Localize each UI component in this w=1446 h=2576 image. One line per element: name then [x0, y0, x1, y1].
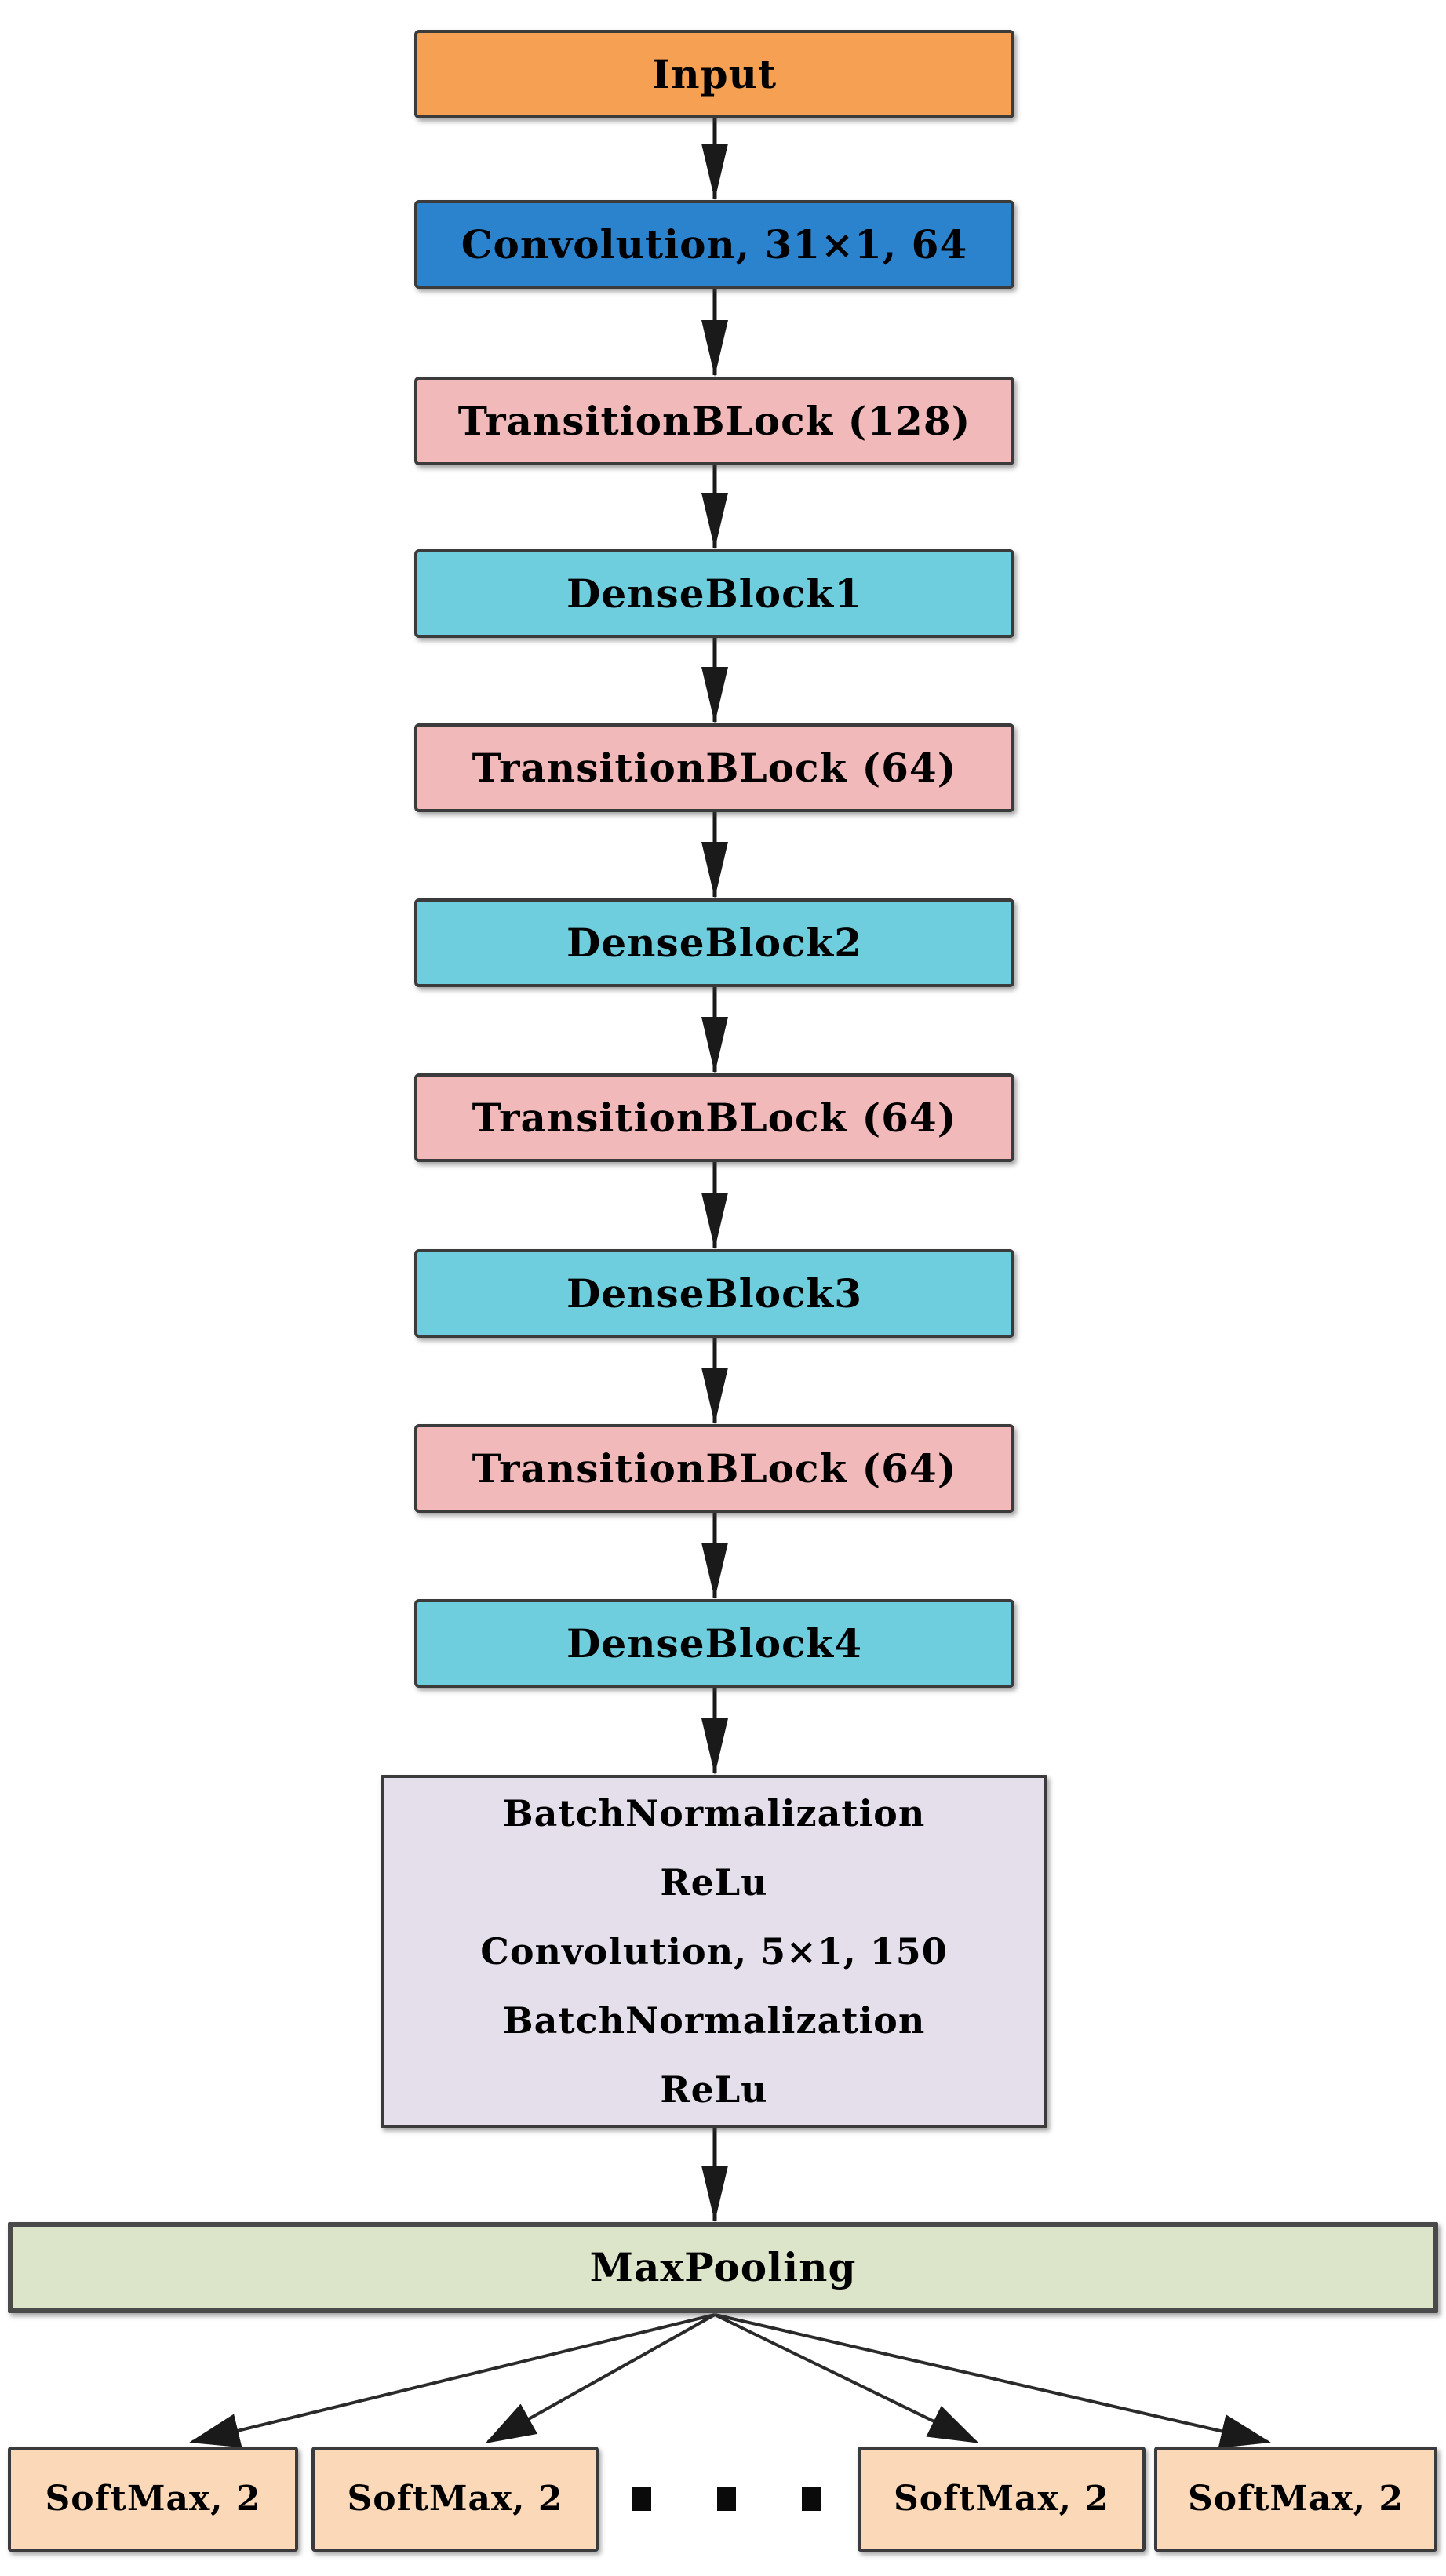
- head-line-batchnorm-2: BatchNormalization: [502, 1999, 926, 2042]
- block-softmax-3: SoftMax, 2: [858, 2447, 1146, 2552]
- block-softmax-1: SoftMax, 2: [8, 2447, 298, 2552]
- head-line-batchnorm-1: BatchNormalization: [502, 1792, 926, 1835]
- head-line-convolution: Convolution, 5×1, 150: [480, 1930, 948, 1973]
- block-denseblock2: DenseBlock2: [414, 898, 1014, 987]
- block-denseblock4: DenseBlock4: [414, 1599, 1014, 1688]
- block-transition-128: TransitionBLock (128): [414, 377, 1014, 465]
- block-transition-64a: TransitionBLock (64): [414, 723, 1014, 812]
- ellipsis-dot: [802, 2487, 821, 2511]
- block-transition-64c: TransitionBLock (64): [414, 1424, 1014, 1513]
- fan-arrow-4: [714, 2313, 1271, 2449]
- block-denseblock1: DenseBlock1: [414, 549, 1014, 638]
- block-transition-64b: TransitionBLock (64): [414, 1073, 1014, 1162]
- block-maxpooling: MaxPooling: [8, 2222, 1438, 2313]
- block-softmax-4: SoftMax, 2: [1154, 2447, 1437, 2552]
- head-line-relu-1: ReLu: [660, 1861, 768, 1904]
- ellipsis-dot: [632, 2487, 651, 2511]
- block-bn-relu-conv-head: BatchNormalization ReLu Convolution, 5×1…: [381, 1775, 1047, 2128]
- block-input: Input: [414, 30, 1014, 118]
- block-convolution: Convolution, 31×1, 64: [414, 200, 1014, 289]
- head-line-relu-2: ReLu: [660, 2068, 768, 2111]
- block-denseblock3: DenseBlock3: [414, 1249, 1014, 1338]
- ellipsis-dot: [717, 2487, 736, 2511]
- ellipsis-dots: [632, 2479, 821, 2519]
- fan-arrow-3: [714, 2313, 979, 2443]
- block-softmax-2: SoftMax, 2: [311, 2447, 599, 2552]
- fan-arrow-1: [189, 2313, 716, 2448]
- fan-arrow-2: [485, 2313, 716, 2443]
